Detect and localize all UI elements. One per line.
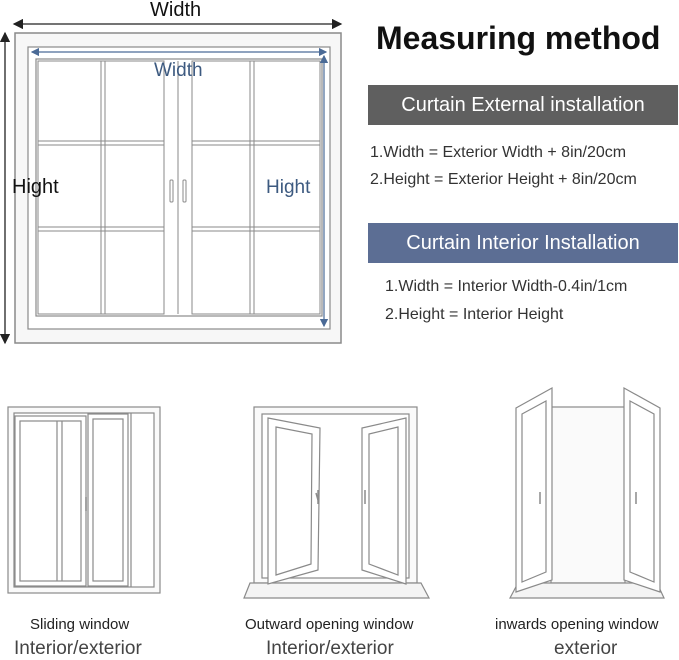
external-rule-height: 2.Height = Exterior Height + 8in/20cm <box>370 171 637 188</box>
interior-installation-banner: Curtain Interior Installation <box>368 223 678 263</box>
external-installation-banner: Curtain External installation <box>368 85 678 125</box>
sliding-window-install: Interior/exterior <box>14 638 142 659</box>
interior-rule-height: 2.Height = Interior Height <box>385 306 564 323</box>
outer-width-label: Width <box>150 0 202 21</box>
inner-height-label: Hight <box>266 177 311 198</box>
interior-rule-width: 1.Width = Interior Width-0.4in/1cm <box>385 278 628 295</box>
sliding-window-caption: Sliding window <box>30 616 130 633</box>
outward-window-drawing <box>243 406 430 599</box>
outward-window-install: Interior/exterior <box>266 638 394 659</box>
inner-width-label: Width <box>154 60 203 81</box>
outer-height-label: Hight <box>12 176 59 198</box>
inwards-window-drawing <box>509 386 665 599</box>
page-title: Measuring method <box>376 20 661 56</box>
outward-window-caption: Outward opening window <box>245 616 414 633</box>
inwards-window-install: exterior <box>554 638 618 659</box>
main-window <box>14 32 342 344</box>
sliding-window-drawing <box>7 406 161 594</box>
inwards-window-caption: inwards opening window <box>495 616 659 633</box>
external-rule-width: 1.Width = Exterior Width + 8in/20cm <box>370 144 627 161</box>
